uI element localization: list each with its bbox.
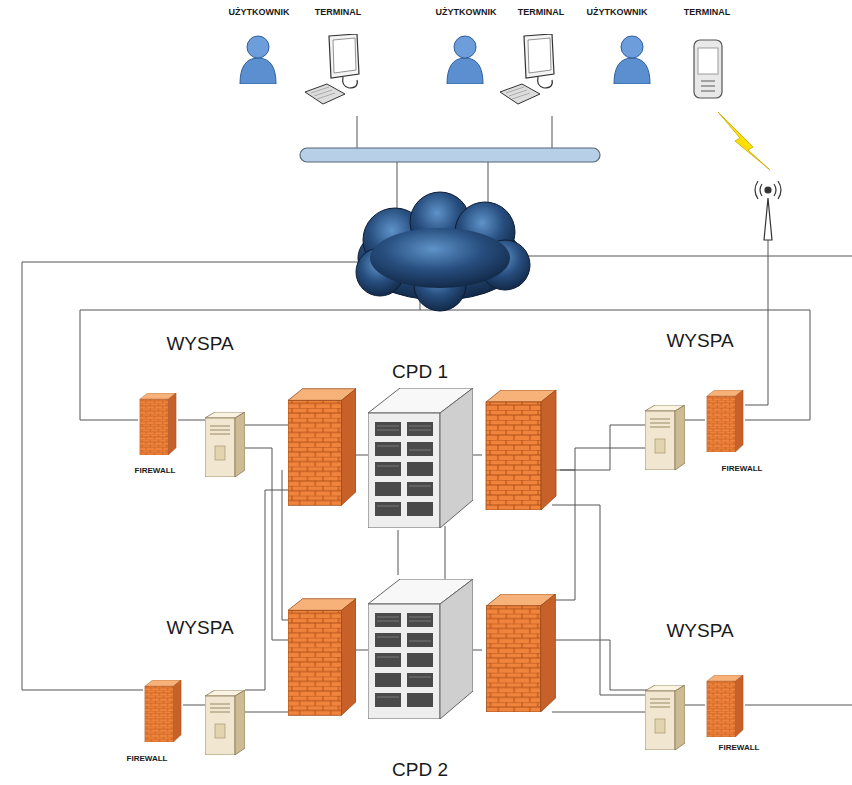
terminal-icon: TERMINAL: [505, 8, 577, 116]
icon-label: FIREWALL: [722, 465, 763, 474]
icon-label: UŻYTKOWNIK: [229, 8, 290, 18]
mobile-terminal: TERMINAL: [676, 8, 738, 104]
server-label: CPD 2: [392, 760, 448, 781]
firewall-icon: FIREWALL: [108, 678, 186, 764]
terminal-icon: TERMINAL: [302, 8, 374, 116]
icon-label: UŻYTKOWNIK: [436, 8, 497, 18]
data-center-server: CPD 1: [362, 362, 478, 530]
wireless-link: [718, 112, 770, 170]
firewall-icon: FIREWALL: [704, 388, 780, 474]
island-label: WYSPA: [166, 333, 233, 355]
antenna: [755, 181, 781, 240]
server-label: CPD 1: [392, 362, 448, 383]
island-label: WYSPA: [666, 330, 733, 352]
user-icon: UŻYTKOWNIK: [223, 8, 295, 88]
island-label: WYSPA: [166, 617, 233, 639]
icon-label: FIREWALL: [127, 755, 168, 764]
island-label: WYSPA: [666, 620, 733, 642]
firewall-icon: FIREWALL: [118, 390, 192, 476]
firewall-icon: FIREWALL: [700, 673, 778, 753]
icon-label: FIREWALL: [135, 467, 176, 476]
user-icon: UŻYTKOWNIK: [430, 8, 502, 88]
network-link: [398, 530, 399, 575]
bus-bar: [300, 148, 600, 162]
data-center-server: CPD 2: [362, 575, 478, 781]
icon-label: TERMINAL: [684, 8, 731, 18]
icon-label: TERMINAL: [315, 8, 362, 18]
icon-label: FIREWALL: [719, 744, 760, 753]
icon-label: TERMINAL: [518, 8, 565, 18]
user-icon: UŻYTKOWNIK: [580, 8, 654, 88]
icon-label: UŻYTKOWNIK: [587, 8, 648, 18]
network-cloud: [356, 192, 530, 311]
